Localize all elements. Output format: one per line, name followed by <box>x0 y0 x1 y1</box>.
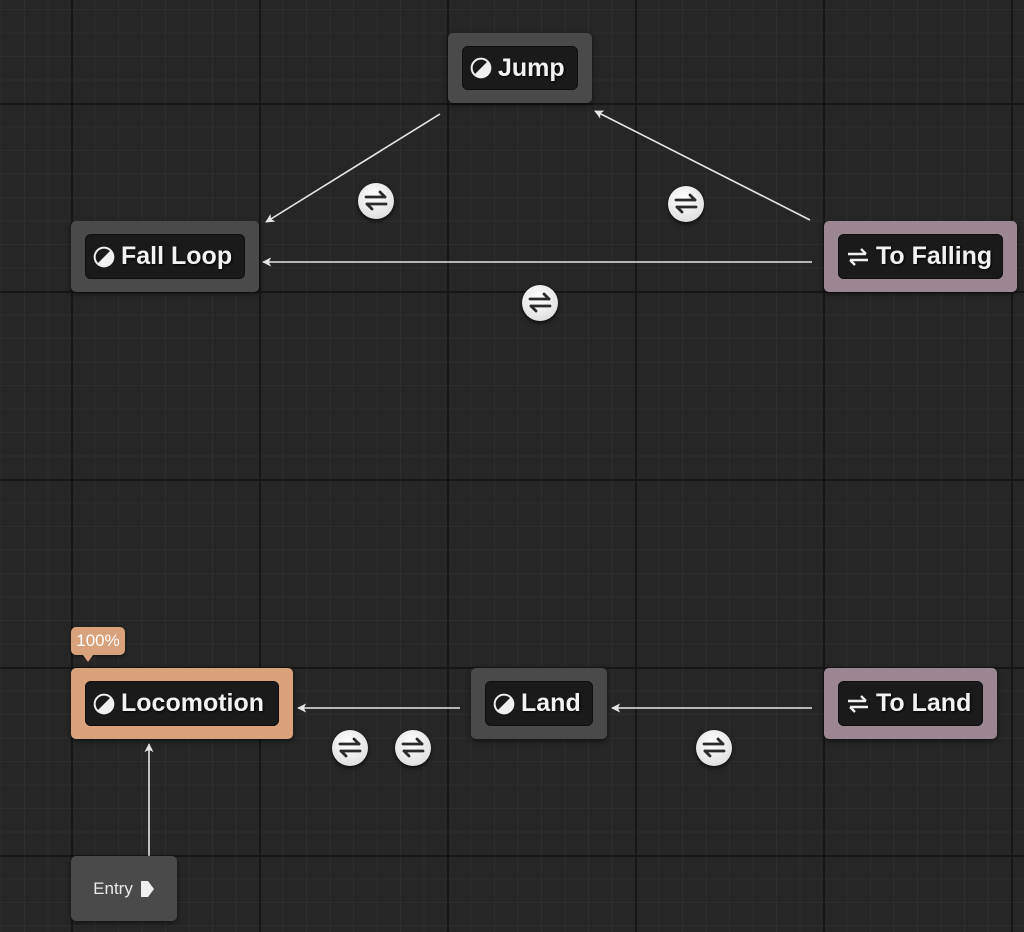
node-title-box: Fall Loop <box>85 234 245 279</box>
transition-rule-icon[interactable] <box>358 183 394 219</box>
conduit-icon <box>848 247 868 266</box>
node-title: Land <box>521 689 581 717</box>
transition-jump-to-fall-loop[interactable] <box>265 113 441 223</box>
conduit-node-to-falling[interactable]: To Falling <box>824 221 1017 292</box>
transition-rule-glyph <box>528 292 552 313</box>
node-title: To Land <box>876 689 972 717</box>
transition-rule-icon[interactable] <box>668 186 704 222</box>
node-title-box: Land <box>485 681 593 726</box>
node-title-box: Locomotion <box>85 681 279 726</box>
transition-rule-glyph <box>674 193 698 214</box>
conduit-icon <box>848 694 868 713</box>
state-weight-badge: 100% <box>71 627 125 655</box>
node-title: To Falling <box>876 242 993 270</box>
transition-rule-glyph <box>401 737 425 758</box>
transition-rule-glyph <box>364 190 388 211</box>
transition-rule-icon[interactable] <box>696 730 732 766</box>
transition-rule-glyph <box>338 737 362 758</box>
conduit-node-to-land[interactable]: To Land <box>824 668 997 739</box>
node-title-box: To Falling <box>838 234 1003 279</box>
entry-label: Entry <box>93 878 133 898</box>
node-title-box: To Land <box>838 681 983 726</box>
transition-to-falling-to-jump[interactable] <box>594 110 811 221</box>
entry-arrow-icon <box>140 880 154 897</box>
transition-rule-icon[interactable] <box>522 285 558 321</box>
entry-node[interactable]: Entry <box>71 856 177 921</box>
state-node-land[interactable]: Land <box>471 668 607 739</box>
node-title: Locomotion <box>121 689 265 717</box>
state-node-fall-loop[interactable]: Fall Loop <box>71 221 259 292</box>
transition-rule-icon[interactable] <box>395 730 431 766</box>
transition-rule-glyph <box>702 737 726 758</box>
node-title: Jump <box>498 53 565 82</box>
node-title-box: Jump <box>462 46 578 90</box>
state-node-locomotion[interactable]: Locomotion <box>71 668 293 739</box>
transition-rule-icon[interactable] <box>332 730 368 766</box>
badge-pointer <box>83 655 93 662</box>
node-title: Fall Loop <box>121 242 233 270</box>
state-icon <box>470 57 492 79</box>
state-node-jump[interactable]: Jump <box>448 33 592 103</box>
state-icon <box>93 246 115 267</box>
state-icon <box>93 693 115 714</box>
state-icon <box>493 693 515 714</box>
